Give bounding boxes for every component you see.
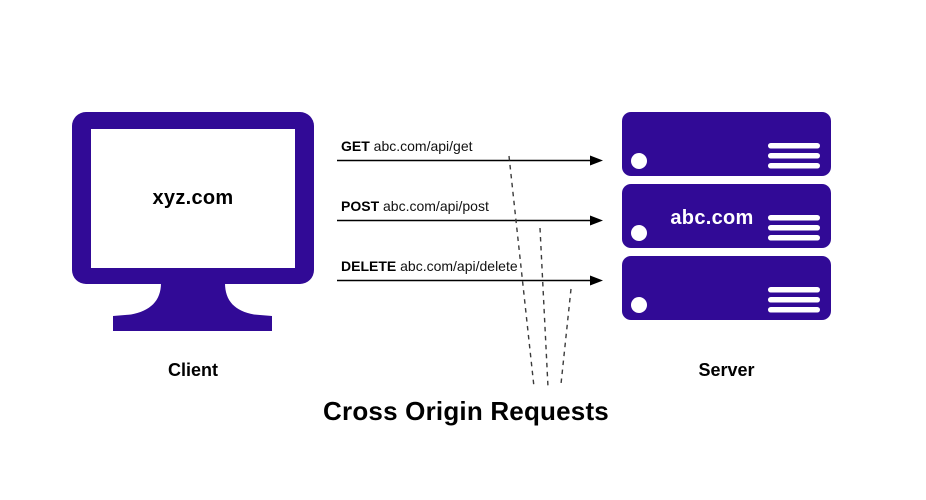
get-request-label: GET abc.com/api/get — [341, 138, 473, 156]
server-unit-top — [622, 112, 831, 176]
server-unit-bottom — [622, 256, 831, 320]
server-rack-icon — [622, 112, 831, 320]
get-url: abc.com/api/get — [373, 138, 473, 154]
dashed-cross-line-1 — [508, 155, 535, 388]
arrowhead — [590, 215, 603, 226]
monitor-stand — [113, 283, 272, 331]
get-request-arrow — [337, 155, 603, 166]
server-vent-line — [768, 153, 820, 159]
post-method: POST — [341, 198, 380, 214]
server-led — [631, 297, 647, 313]
post-url: abc.com/api/post — [383, 198, 489, 214]
request-arrows — [337, 155, 603, 286]
server-origin-label: abc.com — [670, 206, 754, 229]
dashed-cross-line-2 — [539, 227, 549, 388]
monitor-screen — [91, 129, 295, 268]
server-vent-line — [768, 235, 820, 241]
delete-request-arrow — [337, 275, 603, 286]
delete-method: DELETE — [341, 258, 397, 274]
arrowhead — [590, 275, 603, 286]
post-request-label: POST abc.com/api/post — [341, 198, 489, 216]
server-vent-line — [768, 307, 820, 313]
client-origin-label: xyz.com — [152, 187, 234, 209]
diagram-title: Cross Origin Requests — [323, 396, 609, 426]
server-vent-line — [768, 225, 820, 231]
dashed-cross-line-3 — [560, 288, 572, 385]
get-method: GET — [341, 138, 370, 154]
server-led — [631, 153, 647, 169]
server-vent-line — [768, 215, 820, 221]
cross-dashed-lines — [508, 155, 572, 388]
delete-url: abc.com/api/delete — [400, 258, 518, 274]
client-monitor-icon — [72, 112, 314, 331]
client-caption: Client — [167, 360, 218, 380]
delete-request-label: DELETE abc.com/api/delete — [341, 258, 518, 276]
server-vent-line — [768, 143, 820, 149]
arrowhead — [590, 155, 603, 166]
server-caption: Server — [698, 360, 755, 380]
post-request-arrow — [337, 215, 603, 226]
server-vent-line — [768, 163, 820, 169]
server-vent-line — [768, 297, 820, 303]
server-vent-line — [768, 287, 820, 293]
server-led — [631, 225, 647, 241]
server-unit-middle — [622, 184, 831, 248]
